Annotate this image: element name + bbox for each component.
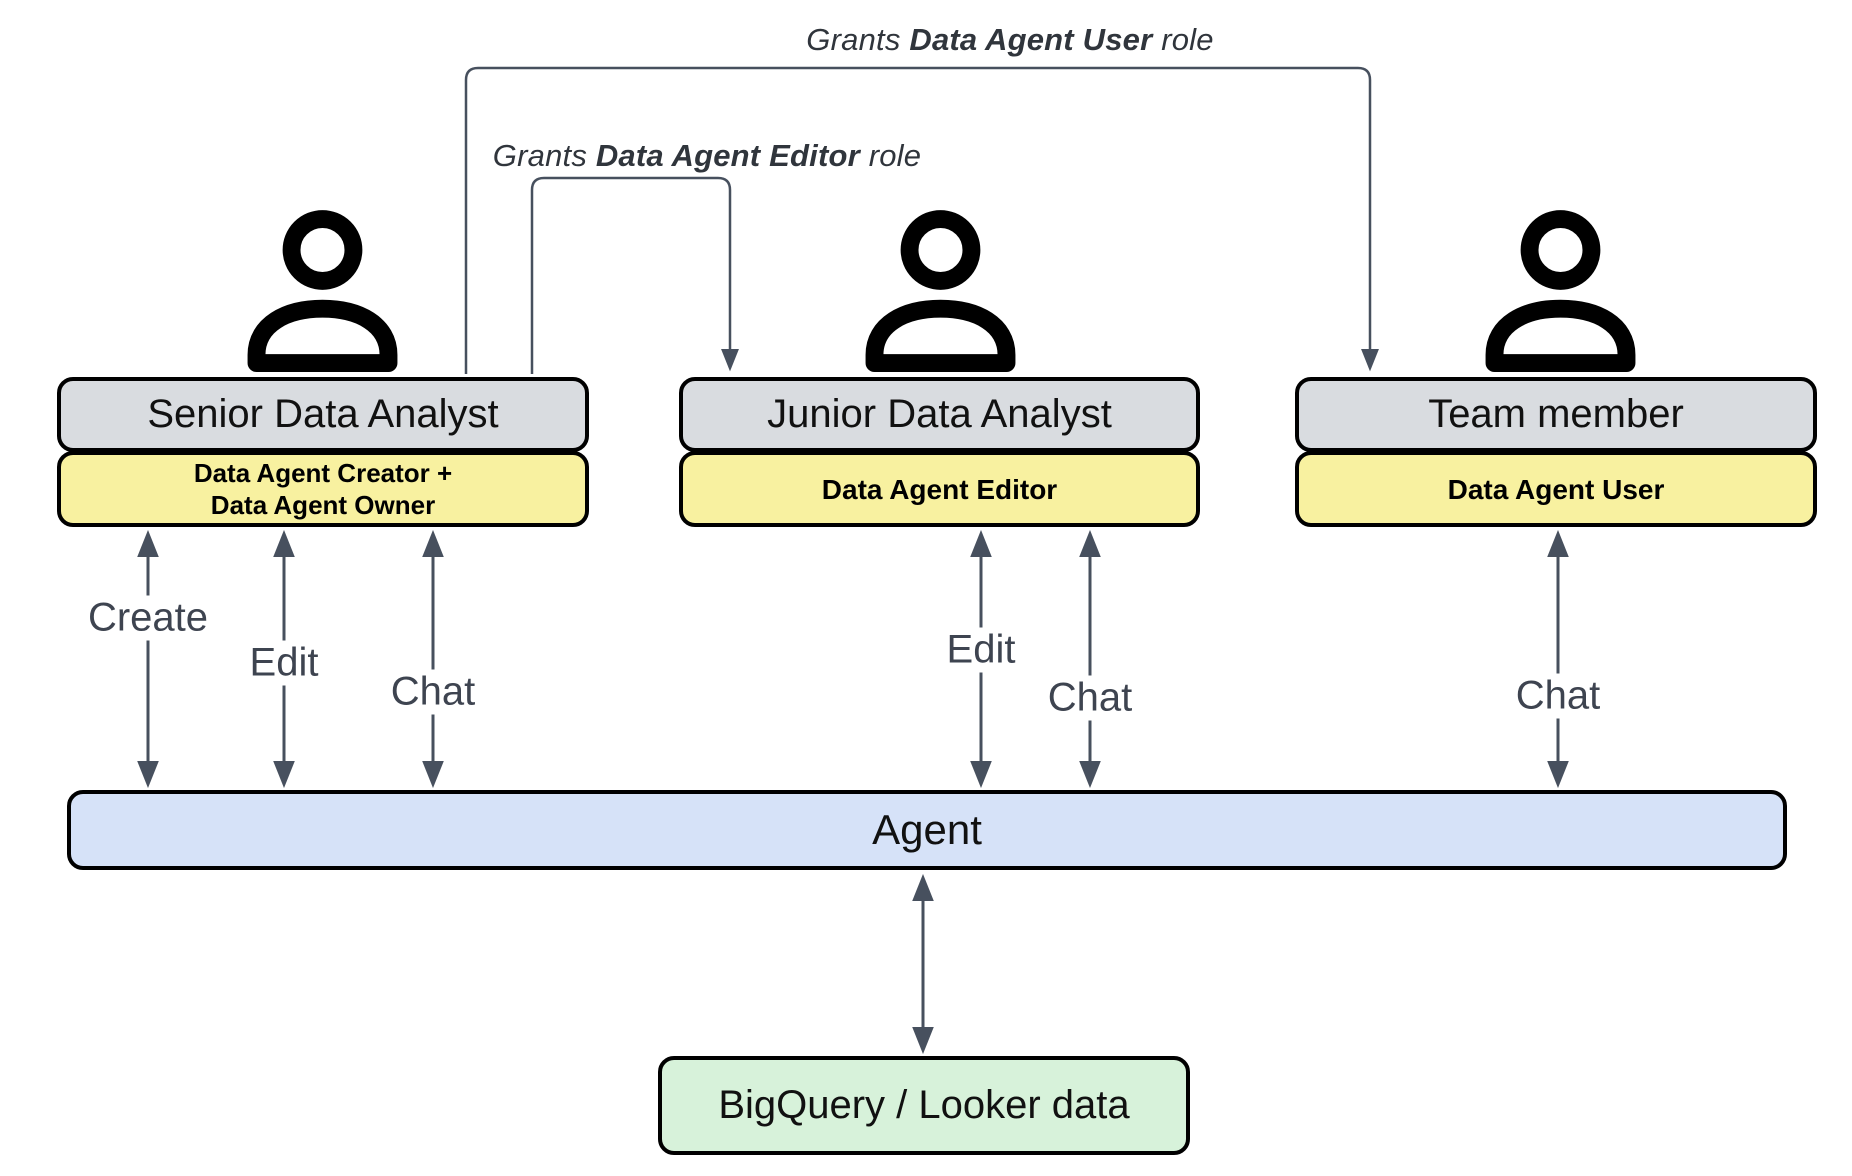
actor-card-team: Team member Data Agent User xyxy=(1295,377,1817,527)
chat-label-team: Chat xyxy=(1505,673,1611,719)
agent-label: Agent xyxy=(872,806,982,853)
actor-role-line1: Data Agent User xyxy=(1447,473,1665,505)
agent-node: Agent xyxy=(67,790,1787,870)
grant-editor-prefix: Grants xyxy=(492,138,596,173)
actor-card-junior: Junior Data Analyst Data Agent Editor xyxy=(679,377,1200,527)
grant-user-label: Grants Data Agent User role xyxy=(806,22,1213,58)
actor-role-line1: Data Agent Creator + xyxy=(193,457,453,488)
actor-title-senior: Senior Data Analyst xyxy=(57,377,589,452)
data-source-label: BigQuery / Looker data xyxy=(718,1083,1130,1127)
grant-user-arrow xyxy=(464,66,1379,374)
chat-label-junior: Chat xyxy=(1037,675,1143,721)
create-label: Create xyxy=(77,595,219,641)
person-icon xyxy=(1485,210,1636,372)
actor-role-line1: Data Agent Editor xyxy=(821,473,1058,505)
grant-editor-label: Grants Data Agent Editor role xyxy=(493,138,921,174)
edit-label-senior: Edit xyxy=(239,640,329,686)
actor-title-team: Team member xyxy=(1295,377,1817,452)
grant-editor-suffix: role xyxy=(859,138,922,173)
actor-title-text: Team member xyxy=(1428,392,1684,436)
person-icon xyxy=(865,210,1016,372)
edit-label-junior: Edit xyxy=(936,627,1026,673)
grant-user-suffix: role xyxy=(1152,22,1214,57)
grant-user-role: Data Agent User xyxy=(909,22,1153,57)
grant-editor-role: Data Agent Editor xyxy=(595,138,860,173)
actor-role-senior: Data Agent Creator + Data Agent Owner xyxy=(57,451,589,527)
actor-role-line2: Data Agent Owner xyxy=(210,490,436,520)
actor-title-text: Senior Data Analyst xyxy=(147,392,499,436)
data-source-node: BigQuery / Looker data xyxy=(658,1056,1190,1155)
actor-title-text: Junior Data Analyst xyxy=(767,392,1112,436)
chat-label-senior: Chat xyxy=(380,669,486,715)
actor-role-team: Data Agent User xyxy=(1295,451,1817,527)
grant-editor-arrow xyxy=(530,176,739,374)
actor-title-junior: Junior Data Analyst xyxy=(679,377,1200,452)
grant-user-prefix: Grants xyxy=(806,22,910,57)
person-icon xyxy=(247,210,398,372)
actor-card-senior: Senior Data Analyst Data Agent Creator +… xyxy=(57,377,589,527)
actor-role-junior: Data Agent Editor xyxy=(679,451,1200,527)
